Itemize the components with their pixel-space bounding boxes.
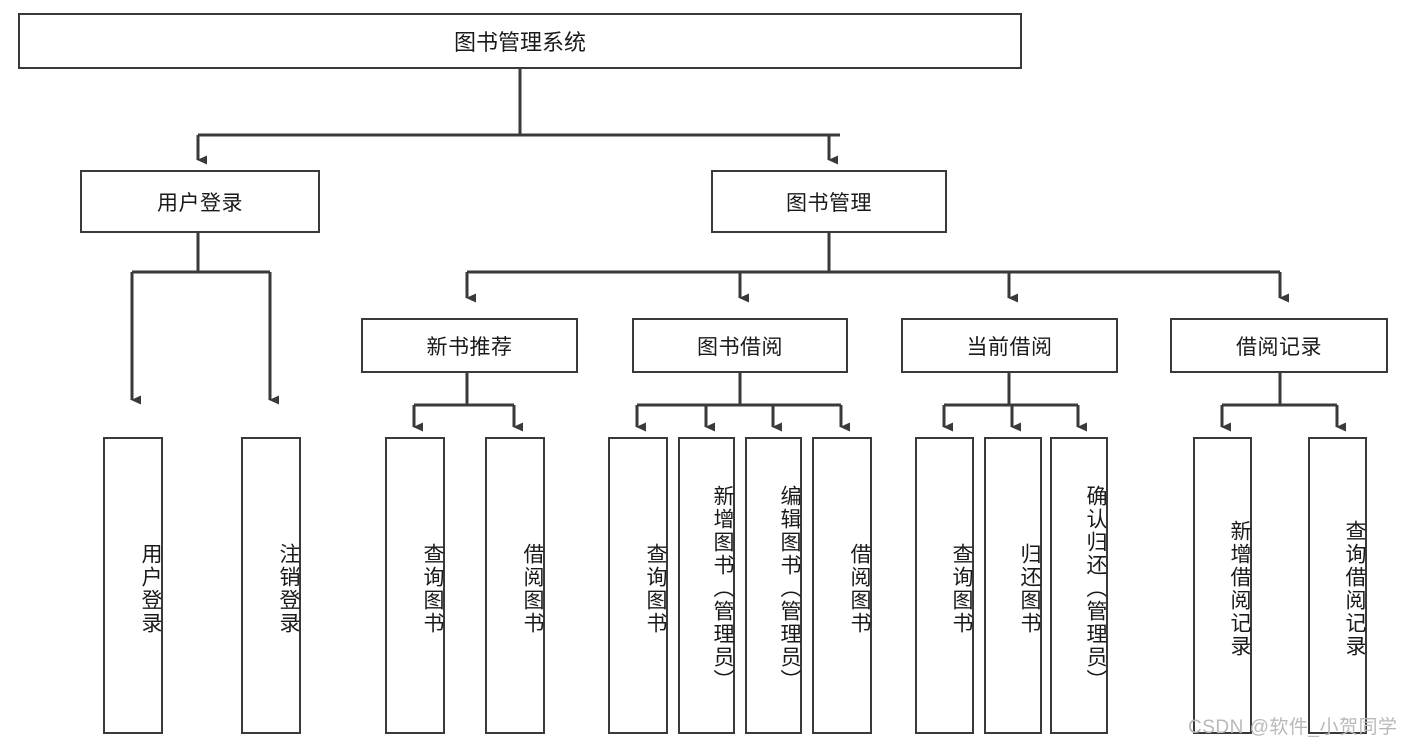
node-new-book-recommend[interactable]: 新书推荐 <box>361 318 578 373</box>
node-label: 借阅图书 <box>521 542 544 635</box>
leaf-borrow-query-book[interactable]: 查询图书 <box>608 437 668 734</box>
node-label: 图书管理 <box>786 191 872 215</box>
node-label: 新增图书（管理员） <box>711 485 734 692</box>
node-label: 借阅图书 <box>848 542 871 635</box>
node-label: 借阅记录 <box>1236 335 1322 359</box>
node-label: 新增借阅记录 <box>1228 519 1251 658</box>
leaf-new-book-borrow[interactable]: 借阅图书 <box>485 437 545 734</box>
node-label: 注销登录 <box>277 542 300 635</box>
node-label: 编辑图书（管理员） <box>778 485 801 692</box>
leaf-borrow-edit-book-admin[interactable]: 编辑图书（管理员） <box>745 437 802 734</box>
node-label: 确认归还（管理员） <box>1084 485 1107 692</box>
leaf-user-login-logout[interactable]: 注销登录 <box>241 437 301 734</box>
csdn-watermark: CSDN @软件_小贺同学 <box>1188 717 1398 738</box>
node-label: 图书借阅 <box>697 335 783 359</box>
node-label: 查询图书 <box>421 542 444 635</box>
node-borrow-records[interactable]: 借阅记录 <box>1170 318 1388 373</box>
leaf-records-add-record[interactable]: 新增借阅记录 <box>1193 437 1252 734</box>
node-label: 归还图书 <box>1018 542 1041 635</box>
leaf-new-book-query[interactable]: 查询图书 <box>385 437 445 734</box>
node-label: 当前借阅 <box>966 335 1053 359</box>
node-label: 查询借阅记录 <box>1343 519 1366 658</box>
leaf-user-login-login[interactable]: 用户登录 <box>103 437 163 734</box>
node-user-login[interactable]: 用户登录 <box>80 170 320 233</box>
node-label: 查询图书 <box>950 542 973 635</box>
node-root-book-management-system[interactable]: 图书管理系统 <box>18 13 1022 69</box>
node-label: 用户登录 <box>139 542 162 635</box>
node-label: 新书推荐 <box>426 335 513 359</box>
leaf-current-query-book[interactable]: 查询图书 <box>915 437 974 734</box>
leaf-records-query-record[interactable]: 查询借阅记录 <box>1308 437 1367 734</box>
leaf-borrow-borrow-book[interactable]: 借阅图书 <box>812 437 872 734</box>
node-book-management[interactable]: 图书管理 <box>711 170 947 233</box>
node-book-borrow[interactable]: 图书借阅 <box>632 318 848 373</box>
node-label: 用户登录 <box>157 191 243 215</box>
node-label: 图书管理系统 <box>453 30 586 55</box>
leaf-current-confirm-return-admin[interactable]: 确认归还（管理员） <box>1050 437 1108 734</box>
leaf-current-return-book[interactable]: 归还图书 <box>984 437 1042 734</box>
leaf-borrow-add-book-admin[interactable]: 新增图书（管理员） <box>678 437 735 734</box>
node-current-borrow[interactable]: 当前借阅 <box>901 318 1118 373</box>
node-label: 查询图书 <box>644 542 667 635</box>
